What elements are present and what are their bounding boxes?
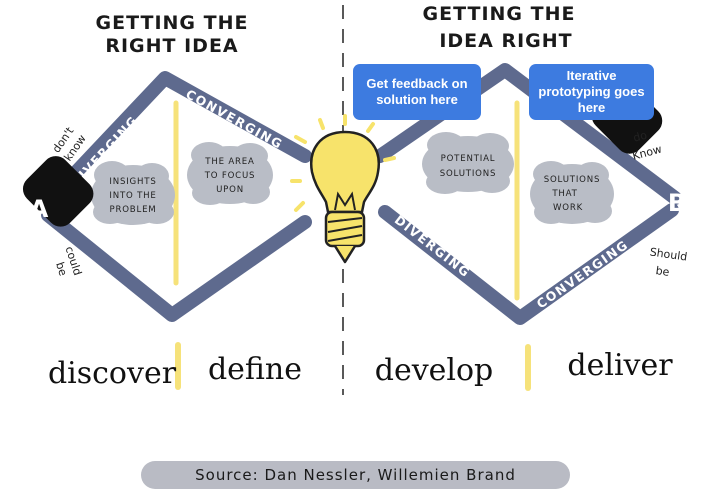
node-b-letter: B xyxy=(668,189,686,217)
right-diamond-lower-band xyxy=(378,203,679,325)
cloud-work-line1: SOLUTIONS xyxy=(544,175,601,185)
right-title-line2: IDEA RIGHT xyxy=(439,30,572,52)
callout-feedback: Get feedback on solution here xyxy=(353,64,481,120)
source-text: Source: Dan Nessler, Willemien Brand xyxy=(195,466,516,484)
callout-feedback-text: Get feedback on solution here xyxy=(366,76,468,107)
right-title-line1: GETTING THE xyxy=(423,3,576,25)
callout-prototyping: Iterative prototyping goes here xyxy=(529,64,654,120)
cloud-focus-line2: TO FOCUS xyxy=(204,171,256,181)
label-right-converging: CONVERGING xyxy=(534,237,632,312)
cloud-work-line2: THAT xyxy=(551,189,577,199)
note-should-be-line2: be xyxy=(655,264,671,279)
callout-prototyping-text: Iterative prototyping goes here xyxy=(538,68,645,115)
label-right-diverging: DIVERGING xyxy=(392,212,474,280)
note-should-be-line1: Should xyxy=(649,245,688,263)
phase-define: define xyxy=(208,352,302,387)
right-diamond-upper-band xyxy=(373,63,682,205)
cloud-potential-line2: SOLUTIONS xyxy=(440,169,497,179)
cloud-insights-line2: INTO THE xyxy=(109,191,156,201)
phase-deliver: deliver xyxy=(567,348,673,383)
cloud-focus: THE AREA TO FOCUS UPON xyxy=(187,142,273,205)
note-do-know-line1: do xyxy=(632,128,649,144)
cloud-insights: INSIGHTS INTO THE PROBLEM xyxy=(91,161,175,225)
left-diamond-lower-band xyxy=(41,208,312,322)
cloud-focus-line3: UPON xyxy=(216,185,244,195)
cloud-potential: POTENTIAL SOLUTIONS xyxy=(422,132,514,194)
source-caption: Source: Dan Nessler, Willemien Brand xyxy=(141,461,570,489)
cloud-insights-line3: PROBLEM xyxy=(109,205,156,215)
cloud-work: SOLUTIONS THAT WORK xyxy=(530,161,614,224)
left-title-line2: RIGHT IDEA xyxy=(105,35,238,57)
note-could-be-line2: be xyxy=(53,260,70,277)
node-a: A xyxy=(22,156,94,227)
node-a-letter: A xyxy=(30,195,49,223)
label-left-converging: CONVERGING xyxy=(183,86,285,152)
cloud-focus-line1: THE AREA xyxy=(204,157,254,167)
phase-discover: discover xyxy=(48,356,177,391)
cloud-potential-line1: POTENTIAL xyxy=(441,154,496,164)
lightbulb-icon xyxy=(290,114,396,264)
phase-develop: develop xyxy=(375,353,494,388)
left-title-line1: GETTING THE xyxy=(96,12,249,34)
cloud-insights-line1: INSIGHTS xyxy=(109,177,156,187)
left-diamond-upper-band xyxy=(38,71,312,212)
cloud-work-line3: WORK xyxy=(553,203,583,213)
